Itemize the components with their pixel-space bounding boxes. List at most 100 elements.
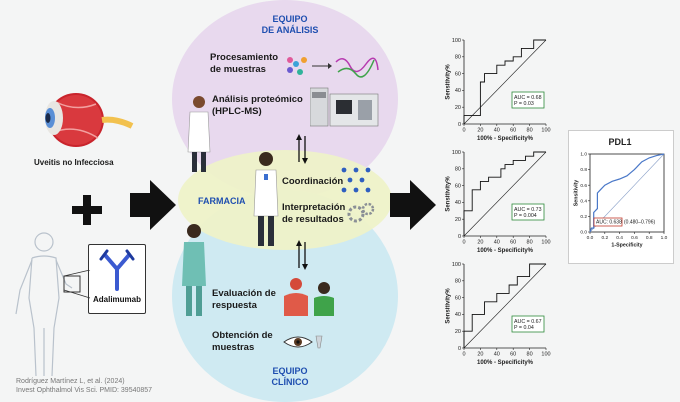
arrow-right [390, 180, 436, 230]
y-tick-label: 80 [455, 55, 461, 61]
x-tick-label: 40 [494, 240, 500, 246]
analysis-team-line-1: EQUIPO [272, 14, 308, 24]
y-tick-label: 100 [452, 150, 461, 156]
step-obtencion: Obtención de muestras [212, 330, 273, 354]
x-tick-label: 100 [541, 352, 550, 358]
clinical-team-line-1: EQUIPO [272, 366, 308, 376]
auc-label: AUC: 0.638 [596, 220, 622, 226]
x-tick-label: 0 [462, 352, 465, 358]
reference-diagonal [463, 39, 547, 125]
y-tick-label: 40 [455, 88, 461, 94]
y-tick-label: 20 [455, 217, 461, 223]
x-tick-label: 80 [527, 128, 533, 134]
evaluacion-line-1: Evaluación de [212, 288, 276, 299]
uveitis-label: Uveitis no Infecciosa [34, 158, 114, 167]
auc-box [511, 315, 545, 333]
auc-label: AUC = 0.68 [514, 95, 542, 101]
venn-middle-ellipse [178, 150, 392, 250]
y-tick-label: 0 [458, 346, 461, 352]
pharmacist-icon [253, 152, 279, 246]
auc-label: AUC = 0.67 [514, 319, 542, 325]
y-tick-label: 0.6 [580, 183, 587, 189]
y-tick-label: 1.0 [580, 152, 587, 158]
pdl1-panel [568, 130, 674, 264]
step-analisis: Análisis proteómico (HPLC-MS) [212, 94, 303, 118]
x-tick-label: 0 [462, 128, 465, 134]
x-tick-label: 60 [510, 240, 516, 246]
y-axis-label: Sensitivity [574, 180, 580, 207]
human-body-illustration [15, 232, 81, 377]
p-value-label: P = 0.03 [514, 101, 534, 107]
obtencion-line-2: muestras [212, 342, 255, 353]
clinical-team-title: EQUIPO CLÍNICO [250, 366, 330, 388]
y-tick-label: 20 [455, 329, 461, 335]
roc-curve [463, 263, 546, 348]
x-tick-label: 20 [477, 352, 483, 358]
plot-frame [589, 153, 665, 233]
x-tick-label: 0 [462, 240, 465, 246]
analysis-team-title: EQUIPO DE ANÁLISIS [250, 14, 330, 36]
procesamiento-line-1: Procesamiento [210, 52, 279, 63]
x-axis-label: 100% - Specificity% [477, 136, 534, 142]
x-tick-label: 60 [510, 128, 516, 134]
y-tick-label: 0.4 [580, 198, 587, 204]
x-tick-label: 100 [541, 240, 550, 246]
x-tick-label: 0.4 [616, 235, 623, 241]
eye-sample-icon [283, 335, 323, 349]
protein-molecules-icon [287, 57, 379, 78]
double-arrow-top [296, 134, 308, 164]
scientist-icon [187, 96, 211, 172]
y-tick-label: 60 [455, 183, 461, 189]
y-axis-label: Sensitivity% [446, 176, 452, 212]
step-evaluacion: Evaluación de respuesta [212, 288, 276, 312]
clinician-icon [182, 224, 206, 316]
auc-label: AUC = 0.73 [514, 207, 542, 213]
x-axis-label: 100% - Specificity% [477, 360, 534, 366]
procesamiento-line-2: de muestras [210, 64, 266, 75]
gears-icon [347, 202, 375, 223]
citation-line-1: Rodríguez Martínez L, et al. (2024) [16, 378, 125, 385]
x-axis-label: 1-Specificity [611, 243, 642, 249]
interpretacion-line-1: Interpretación [282, 202, 346, 213]
x-tick-label: 0.2 [601, 235, 608, 241]
y-tick-label: 80 [455, 167, 461, 173]
evaluacion-line-2: respuesta [212, 300, 257, 311]
roc-curve [589, 153, 665, 233]
y-tick-label: 60 [455, 295, 461, 301]
y-tick-label: 100 [452, 38, 461, 44]
roc-curve [463, 151, 546, 236]
step-interpretacion: Interpretación de resultados [282, 202, 345, 226]
auc-box [511, 203, 545, 221]
x-tick-label: 80 [527, 240, 533, 246]
arrow-left [130, 180, 176, 230]
analisis-line-1: Análisis proteómico [212, 94, 303, 105]
eye-illustration [45, 93, 134, 147]
chart-title: PDL1 [608, 137, 631, 147]
citation: Rodríguez Martínez L, et al. (2024) Inve… [16, 377, 152, 395]
x-tick-label: 40 [494, 128, 500, 134]
x-tick-label: 80 [527, 352, 533, 358]
network-people-icon [341, 167, 371, 193]
citation-line-2: Invest Ophthalmol Vis Sci. PMID: 3954085… [16, 387, 153, 394]
analisis-line-2: (HPLC-MS) [212, 106, 262, 117]
y-tick-label: 0.8 [580, 167, 587, 173]
y-tick-label: 20 [455, 105, 461, 111]
x-tick-label: 40 [494, 352, 500, 358]
interpretacion-line-2: de resultados [282, 214, 344, 225]
adalimumab-label: Adalimumab [92, 295, 141, 304]
y-tick-label: 100 [452, 262, 461, 268]
y-tick-label: 0 [458, 234, 461, 240]
p-value-label: P = 0.004 [514, 213, 537, 219]
patient-response-icon [284, 278, 334, 316]
adalimumab-card: Adalimumab [88, 244, 146, 314]
y-tick-label: 80 [455, 279, 461, 285]
y-tick-label: 40 [455, 200, 461, 206]
zoom-connector [63, 270, 91, 299]
auc-box [511, 91, 545, 109]
y-tick-label: 60 [455, 71, 461, 77]
x-tick-label: 0.6 [631, 235, 638, 241]
y-tick-label: 0 [458, 122, 461, 128]
